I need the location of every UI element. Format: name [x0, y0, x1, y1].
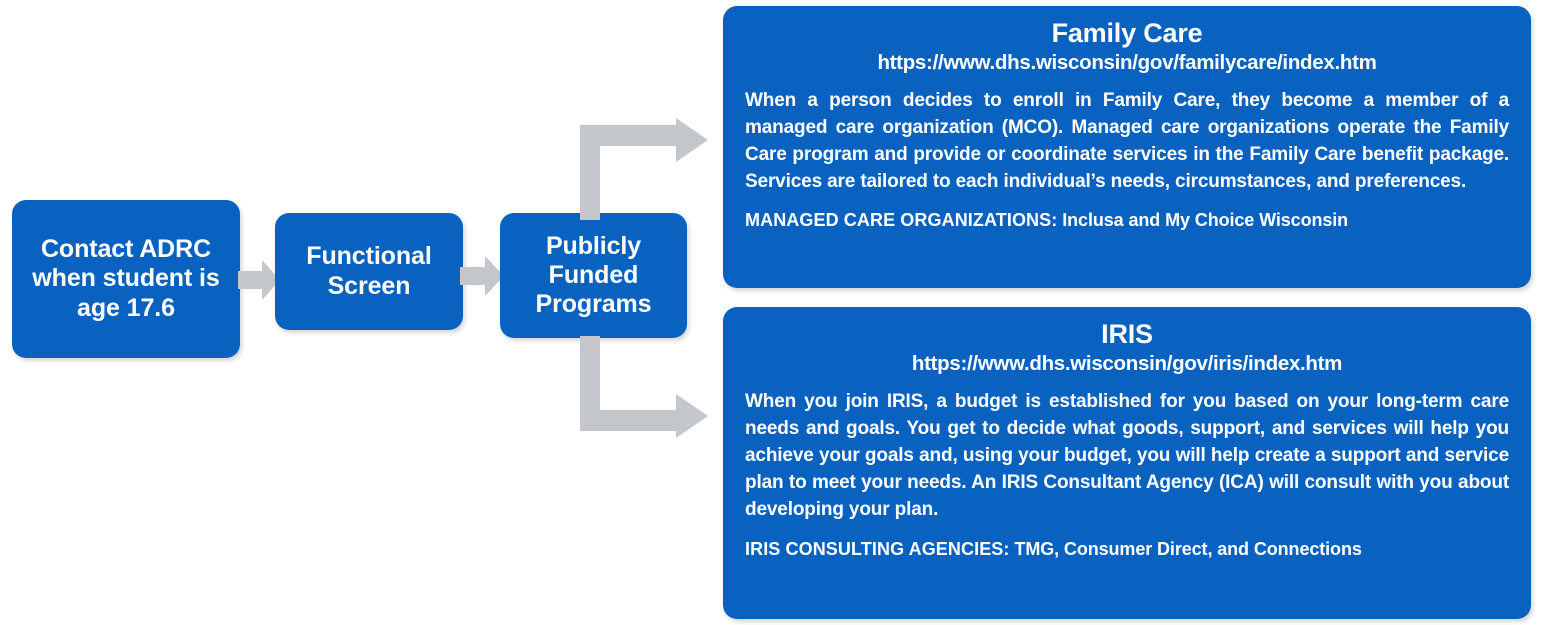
- flow-step-contact-adrc[interactable]: Contact ADRC when student is age 17.6: [12, 200, 240, 358]
- flow-step-publicly-funded-programs[interactable]: Publicly Funded Programs: [500, 213, 687, 338]
- panel-body-text: When you join IRIS, a budget is establis…: [745, 390, 1509, 521]
- flow-step-label: Publicly Funded Programs: [535, 231, 652, 319]
- flow-step-functional-screen[interactable]: Functional Screen: [275, 213, 463, 330]
- footnote-label: MANAGED CARE ORGANIZATIONS:: [745, 210, 1058, 231]
- arrow-adrc-to-functional-screen: [238, 260, 280, 300]
- panel-url[interactable]: https://www.dhs.wisconsin/gov/familycare…: [877, 51, 1377, 75]
- panel-footnote: MANAGED CARE ORGANIZATIONS: Inclusa and …: [745, 209, 1509, 232]
- panel-title: Family Care: [1051, 18, 1203, 48]
- panel-title: IRIS: [1101, 319, 1153, 349]
- info-panel-iris[interactable]: IRIS https://www.dhs.wisconsin/gov/iris/…: [723, 307, 1531, 619]
- info-panel-family-care[interactable]: Family Care https://www.dhs.wisconsin/go…: [723, 6, 1531, 288]
- flow-step-label: Functional Screen: [306, 242, 432, 300]
- footnote-value: Inclusa and My Choice Wisconsin: [1062, 210, 1349, 231]
- arrow-functional-screen-to-publicly-funded: [460, 256, 504, 296]
- flow-step-label: Contact ADRC when student is age 17.6: [32, 235, 220, 322]
- footnote-value: TMG, Consumer Direct, and Connections: [1014, 538, 1362, 559]
- panel-body-text: When a person decides to enroll in Famil…: [745, 89, 1509, 193]
- panel-footnote: IRIS CONSULTING AGENCIES: TMG, Consumer …: [745, 538, 1509, 561]
- panel-url[interactable]: https://www.dhs.wisconsin/gov/iris/index…: [911, 352, 1343, 376]
- footnote-label: IRIS CONSULTING AGENCIES:: [745, 538, 1010, 559]
